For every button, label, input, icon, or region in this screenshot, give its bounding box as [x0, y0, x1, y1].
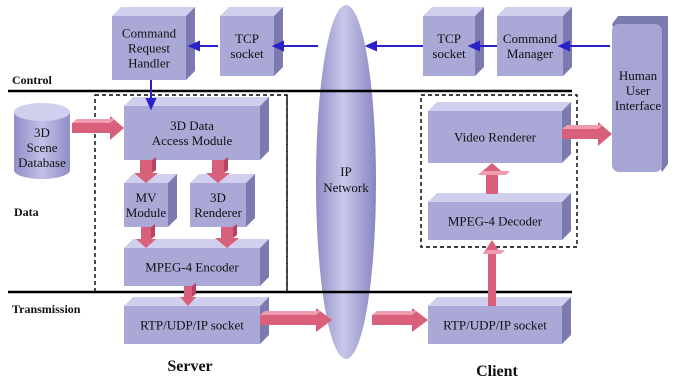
section-label-data: Data	[14, 205, 39, 219]
mv-module-label: MV	[136, 190, 158, 205]
mpeg4-decoder-box: MPEG-4 Decoder	[428, 193, 571, 240]
scene-database-label: 3D	[34, 125, 50, 140]
arrow-rtp-to-decoder	[483, 240, 505, 306]
mv-module-label: Module	[126, 205, 167, 220]
data-access-module-label: 3D Data	[170, 118, 214, 133]
section-label-transmission: Transmission	[12, 302, 81, 316]
video-renderer-label: Video Renderer	[454, 130, 537, 145]
mpeg4-decoder-label: MPEG-4 Decoder	[448, 214, 543, 229]
rtp-socket-server-label: RTP/UDP/IP socket	[140, 318, 244, 333]
tcp-socket-client-label: socket	[432, 46, 466, 61]
command-manager-label: Command	[503, 31, 558, 46]
data-access-module-label: Access Module	[152, 133, 233, 148]
command-request-handler-label: Command	[122, 26, 177, 41]
ip-network-label: Network	[323, 180, 369, 195]
ip-network-label: IP	[340, 164, 352, 179]
mpeg4-encoder-label: MPEG-4 Encoder	[145, 260, 239, 275]
arrow-access-to-renderer	[206, 157, 230, 183]
arrow-mv-to-encoder	[136, 224, 156, 248]
human-user-interface-label: User	[626, 83, 651, 98]
tcp-socket-server-label: TCP	[235, 31, 259, 46]
arrow-video-to-ui	[562, 122, 612, 146]
arrow-decoder-to-video	[478, 163, 510, 194]
human-user-interface-label: Interface	[615, 98, 661, 113]
rtp-socket-client-label: RTP/UDP/IP socket	[443, 318, 547, 333]
rtp-socket-server-box: RTP/UDP/IP socket	[124, 297, 269, 344]
scene-database-label: Scene	[26, 140, 57, 155]
command-request-handler-label: Request	[128, 41, 170, 56]
scene-database-label: Database	[18, 155, 66, 170]
caption-server: Server	[167, 358, 212, 375]
human-user-interface-label: Human	[619, 68, 658, 83]
caption-client: Client	[476, 363, 518, 380]
arrow-renderer-to-encoder	[215, 224, 239, 248]
client-region	[420, 94, 578, 248]
tcp-socket-server-label: socket	[230, 46, 264, 61]
arrow-db-to-access	[72, 116, 124, 140]
renderer-3d-label: 3D	[210, 190, 226, 205]
section-label-control: Control	[12, 73, 52, 87]
video-renderer-box: Video Renderer	[428, 102, 571, 163]
control-arrows	[145, 40, 610, 111]
command-request-handler-label: Handler	[128, 56, 171, 71]
ip-network-cloud	[316, 5, 376, 359]
arrow-network-to-rtp	[372, 308, 428, 332]
mpeg4-encoder-box: MPEG-4 Encoder	[124, 239, 269, 286]
tcp-socket-client-label: TCP	[437, 31, 461, 46]
command-manager-label: Manager	[507, 46, 554, 61]
arrow-rtp-to-network	[260, 308, 332, 332]
renderer-3d-label: Renderer	[194, 205, 242, 220]
arrow-access-to-mv	[134, 157, 158, 183]
rtp-socket-client-box: RTP/UDP/IP socket	[428, 297, 571, 344]
arrow-encoder-to-rtp	[180, 283, 196, 306]
